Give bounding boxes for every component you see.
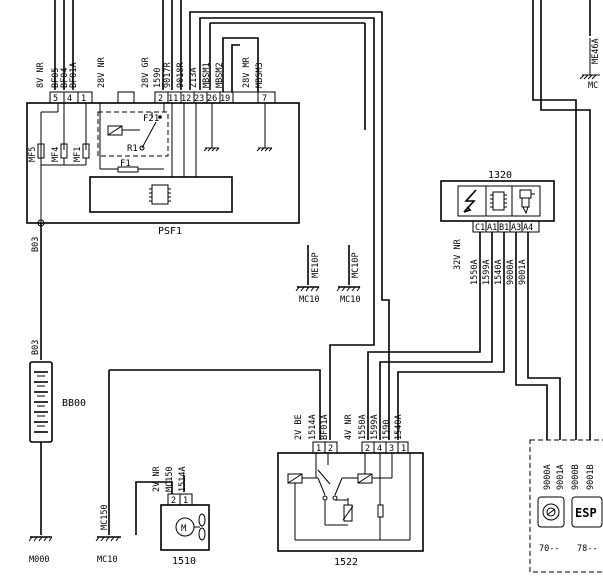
motor-ground: MC150 MC10 — [95, 504, 121, 565]
ground-wire-label: MC150 — [100, 504, 110, 530]
psf1-group-label: 28V MR — [242, 56, 252, 88]
ref-label-78: 78-- — [577, 544, 597, 554]
module-1320-pin: B1 — [499, 223, 509, 233]
module-1320-wire-label: 9001A — [518, 259, 528, 285]
top-wires — [54, 0, 591, 180]
psf1-group-label: 8V NR — [36, 62, 46, 88]
psf1-label: PSF1 — [158, 226, 182, 237]
psf1-wire-label: 9018R — [176, 62, 186, 88]
psf1-wire-label: MBSM3 — [255, 62, 265, 88]
relay-label: R1 — [127, 144, 138, 154]
module-1320-pin: A3 — [511, 223, 521, 233]
psf1-pin: 1 — [81, 94, 86, 104]
module-1510-group-label: 2V NR — [152, 466, 162, 492]
module-1320-group-label: 32V NR — [453, 238, 463, 270]
module-1522-wire-label: 1514A — [308, 414, 318, 440]
module-1522: 2V BE 1514A BF01A 4V NR 1550A 1599A 1590… — [277, 414, 424, 568]
psf1-fuse-label: MF4 — [51, 147, 61, 162]
module-1320-wire-label: 1540A — [494, 259, 504, 285]
module-1320-wire-label: 9000A — [506, 259, 516, 285]
ref-label-70: 70-- — [539, 544, 559, 554]
esp-wire-label: 9000A — [543, 464, 553, 490]
psf1-pin: 7 — [262, 94, 267, 104]
b03-label: B03 — [31, 340, 41, 355]
psf1-pin: 2 — [158, 94, 163, 104]
module-1522-wire-label: BF01A — [320, 414, 330, 440]
module-1522-wire-label: 1599A — [370, 414, 380, 440]
module-1320-wire-label: 1550A — [470, 259, 480, 285]
psf1-fuse-label: MF1 — [73, 147, 83, 162]
module-1522-wire-label: 1550A — [358, 414, 368, 440]
module-1522-group-label: 4V NR — [344, 414, 354, 440]
topright-ground-label: MC — [588, 81, 598, 91]
module-1510-wire-label: 1514A — [178, 466, 188, 492]
module-1320-pin: A1 — [487, 223, 497, 233]
psf1-wire-label: Z13A — [189, 68, 199, 88]
psf1-pin: 5 — [53, 94, 58, 104]
psf1-wire-label: MBSM2 — [215, 62, 225, 88]
module-1522-label: 1522 — [334, 557, 358, 568]
module-1522-pin: 1 — [316, 444, 321, 454]
module-1522-pin: 1 — [401, 444, 406, 454]
ground-wire-label: ME10P — [311, 252, 321, 278]
ground-label: MC10 — [340, 295, 360, 305]
module-1320: 1320 C1 A1 B1 A3 A4 32V NR 155 — [440, 170, 555, 285]
ground-label: MC10 — [299, 295, 319, 305]
esp-wire-label: 9000B — [571, 464, 581, 490]
module-1522-wire-label: 1540A — [394, 414, 404, 440]
module-1510-wire-label: MC150 — [165, 466, 175, 492]
battery-branch: B03 B03 BB00 M000 — [28, 219, 86, 565]
psf1-wire-label: BF01A — [69, 62, 79, 88]
psf1-fuse-label: MF5 — [28, 147, 38, 162]
psf1-internal-ground — [203, 147, 273, 152]
psf1-group-label: 28V GR — [141, 56, 151, 88]
psf1-pin: 23 — [194, 94, 204, 104]
module-1320-wires — [108, 85, 591, 492]
topright-ground: ME46A MC — [579, 38, 601, 91]
psf1-wire-label: BF04 — [60, 68, 70, 88]
module-1320-label: 1320 — [488, 170, 512, 181]
psf1-grounds: ME10P MC10P MC10 MC10 — [295, 245, 361, 305]
module-1522-pin: 4 — [377, 444, 382, 454]
psf1-pin: 4 — [67, 94, 72, 104]
psf1-pin: 11 — [168, 94, 178, 104]
motor-symbol: M — [181, 524, 187, 534]
module-1522-pin: 2 — [365, 444, 370, 454]
b03-label: B03 — [31, 237, 41, 252]
psf1-wire-label: MBSM1 — [202, 62, 212, 88]
relay-fuse-label: F21 — [143, 114, 159, 124]
module-1522-pin: 3 — [389, 444, 394, 454]
bb00-label: BB00 — [62, 398, 86, 409]
module-1320-pin: A4 — [523, 223, 533, 233]
module-1510: 2V NR MC150 1514A 2 1 M 1510 — [108, 466, 210, 567]
module-1320-wire-label: 1599A — [482, 259, 492, 285]
module-1522-wire-label: 1590 — [382, 420, 392, 440]
ground-label: MC10 — [97, 555, 117, 565]
psf1-wire-label: 9017R — [163, 62, 173, 88]
psf1-pin: 26 — [207, 94, 217, 104]
ground-wire-label: MC10P — [351, 252, 361, 278]
module-1510-label: 1510 — [172, 556, 196, 567]
ground-label: M000 — [29, 555, 49, 565]
esp-block: 9000A 9001A 9000B 9001B 70-- ESP 78-- — [529, 439, 603, 573]
psf1-pin: 12 — [181, 94, 191, 104]
esp-wire-label: 9001B — [586, 464, 596, 490]
psf1-module: 5 4 1 2 11 12 23 26 19 7 8V NR BF05 BF04… — [26, 37, 300, 237]
module-1522-pin: 2 — [328, 444, 333, 454]
esp-icon: ESP — [575, 506, 597, 520]
module-1320-pin: C1 — [475, 223, 485, 233]
module-1510-pin: 1 — [183, 496, 188, 506]
relay-fuse-label: F1 — [120, 159, 131, 169]
module-1522-group-label: 2V BE — [294, 414, 304, 440]
psf1-wire-label: BF05 — [51, 68, 61, 88]
module-1510-pin: 2 — [171, 496, 176, 506]
esp-wire-label: 9001A — [556, 464, 566, 490]
psf1-group-label: 28V NR — [97, 56, 107, 88]
psf1-pin: 19 — [220, 94, 230, 104]
topright-wire-label: ME46A — [591, 38, 601, 64]
psf1-wire-label: 1590 — [153, 68, 163, 88]
